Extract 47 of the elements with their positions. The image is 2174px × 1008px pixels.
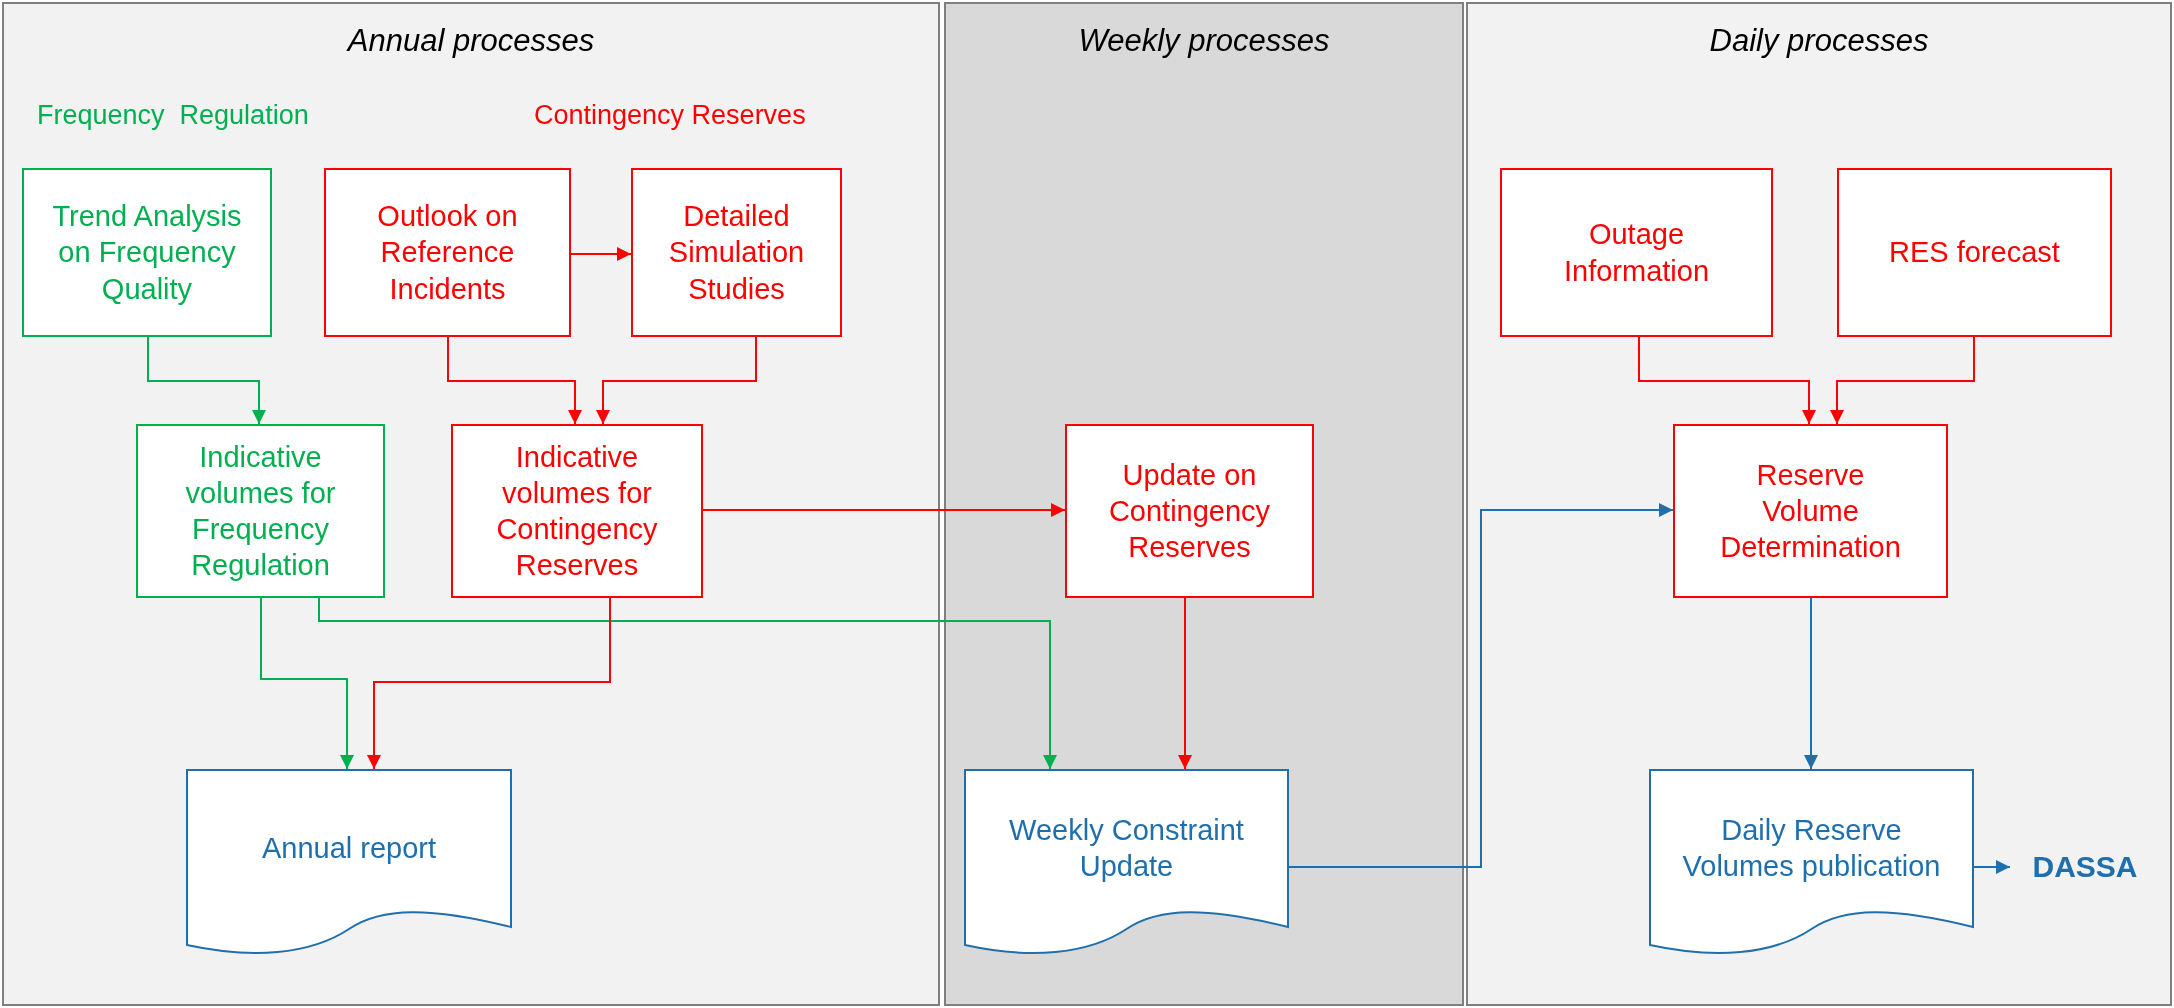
arrow <box>1973 860 2011 874</box>
target-label: DASSA <box>2031 849 2139 886</box>
arrow <box>447 336 582 425</box>
box-label: Outlook on Reference Incidents <box>376 199 519 307</box>
arrow <box>702 503 1066 517</box>
box-label: Indicative volumes for Frequency Regulation <box>184 439 337 584</box>
process-panel <box>2 2 940 1006</box>
box-label: Detailed Simulation Studies <box>667 199 806 307</box>
document-shape <box>186 769 512 957</box>
box-label: Outage Information <box>1562 217 1711 289</box>
process-box <box>136 424 385 598</box>
arrow <box>1288 503 1674 868</box>
panel-heading: Weekly processes <box>1077 22 1331 60</box>
arrow <box>318 597 1057 770</box>
process-panel <box>944 2 1464 1006</box>
process-box <box>22 168 272 337</box>
box-label: Daily Reserve Volumes publication <box>1681 812 1942 884</box>
box-label: Update on Contingency Reserves <box>1107 457 1272 566</box>
process-box <box>451 424 703 598</box>
panel-heading: Daily processes <box>1708 22 1930 60</box>
box-label: Annual report <box>260 830 438 866</box>
process-box <box>1673 424 1948 598</box>
process-box <box>324 168 571 337</box>
arrow <box>367 597 611 770</box>
process-box <box>1500 168 1773 337</box>
document-shape <box>1649 769 1974 957</box>
process-panel <box>1466 2 2172 1006</box>
arrow <box>1804 597 1818 770</box>
process-box <box>1065 424 1314 598</box>
arrow <box>1178 597 1192 770</box>
arrow <box>147 336 266 425</box>
arrow <box>1830 336 1975 425</box>
process-box <box>631 168 842 337</box>
process-box <box>1837 168 2112 337</box>
box-label: Reserve Volume Determination <box>1719 457 1902 566</box>
box-label: RES forecast <box>1888 235 2061 271</box>
panel-heading: Annual processes <box>345 22 596 60</box>
arrow <box>1638 336 1816 425</box>
box-label: Indicative volumes for Contingency Reserves <box>495 439 659 584</box>
box-label: Trend Analysis on Frequency Quality <box>51 199 243 307</box>
group-heading: Frequency Regulation <box>37 100 309 131</box>
arrow <box>570 247 632 261</box>
box-label: Weekly Constraint Update <box>1008 812 1245 884</box>
arrow <box>596 336 757 425</box>
arrow <box>260 597 354 770</box>
group-heading: Contingency Reserves <box>534 100 806 131</box>
document-shape <box>964 769 1289 957</box>
